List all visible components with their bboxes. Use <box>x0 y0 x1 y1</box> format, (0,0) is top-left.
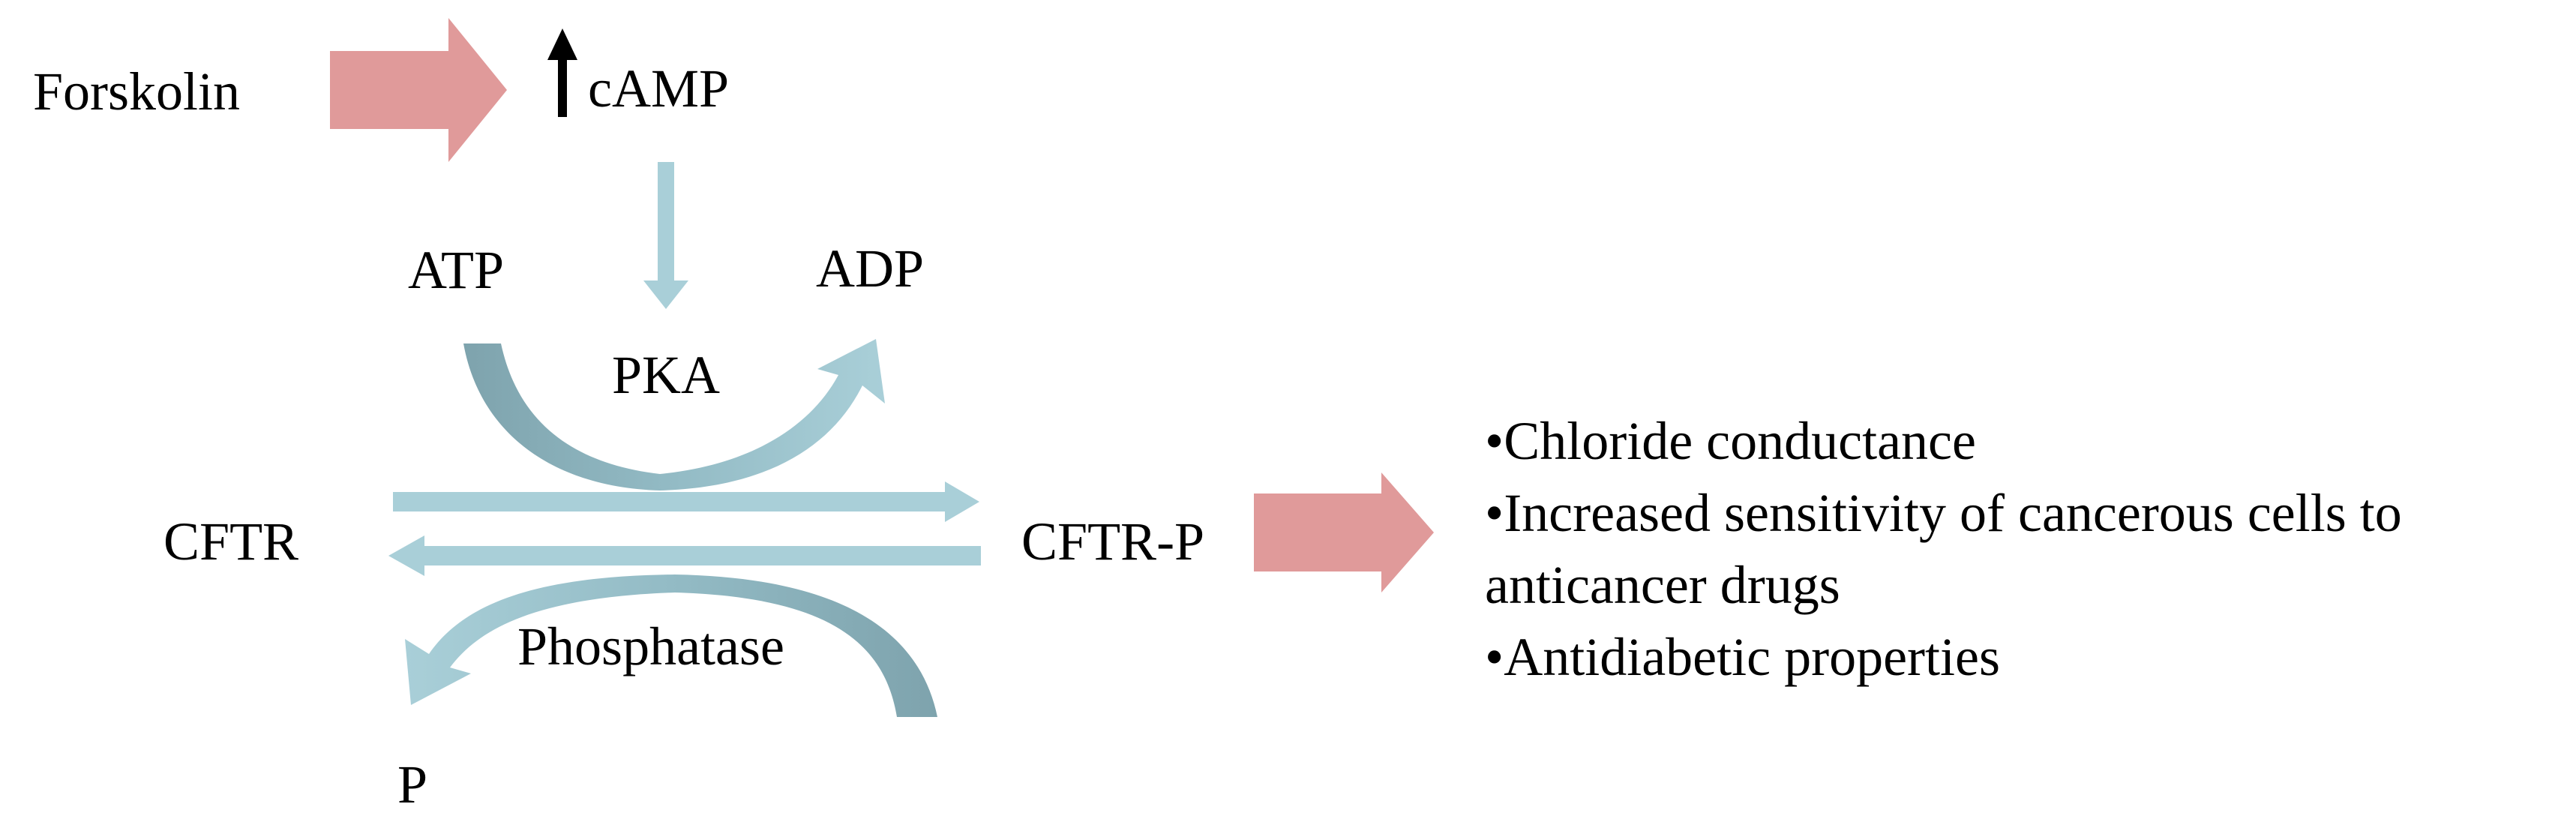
up-arrow-icon <box>547 28 577 117</box>
cftrp-to-outcomes-arrow <box>1254 472 1434 592</box>
cftr-p-label: CFTR-P <box>1021 512 1205 572</box>
forskolin-to-camp-arrow <box>330 18 507 162</box>
adp-label: ADP <box>816 238 925 298</box>
pka-label: PKA <box>612 345 721 405</box>
outcome-item: •Chloride conductance <box>1485 411 1976 471</box>
camp-to-pka-arrow <box>643 162 688 309</box>
phosphatase-curved-arrow <box>405 574 937 717</box>
phosphatase-label: Phosphatase <box>517 616 784 676</box>
camp-label: cAMP <box>588 58 730 118</box>
cftr-label: CFTR <box>163 512 299 572</box>
atp-to-adp-curved-arrow <box>463 339 885 490</box>
outcomes-list: •Chloride conductance •Increased sensiti… <box>1485 405 2572 693</box>
forskolin-label: Forskolin <box>33 62 241 122</box>
cftrp-to-cftr-arrow <box>388 536 981 576</box>
outcome-item: •Antidiabetic properties <box>1485 627 2000 687</box>
phosphate-label: P <box>397 754 428 814</box>
atp-label: ATP <box>408 240 505 300</box>
cftr-to-cftrp-arrow <box>393 482 979 522</box>
outcome-item: •Increased sensitivity of cancerous cell… <box>1485 483 2402 615</box>
